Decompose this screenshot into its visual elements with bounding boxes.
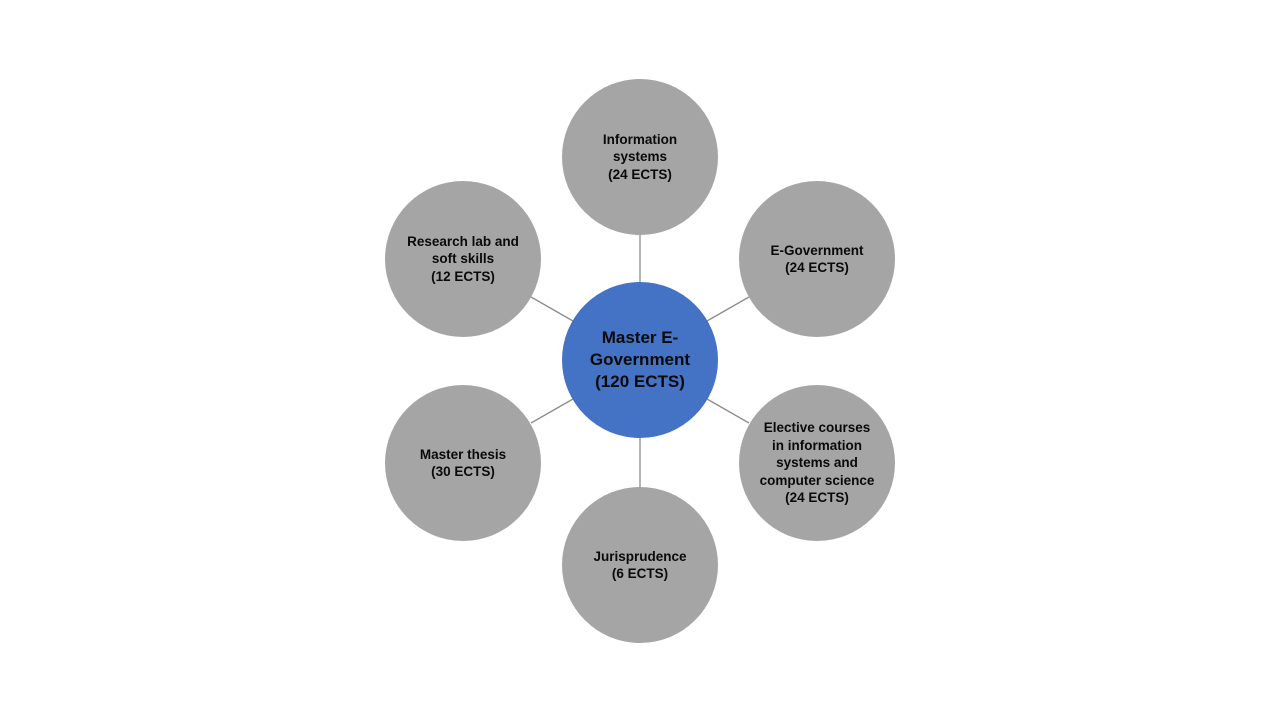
connector-master-thesis — [530, 398, 574, 424]
node-title: E-Government — [770, 242, 864, 258]
node-research-lab: Research lab and soft skills (12 ECTS) — [385, 181, 541, 337]
node-title: Elective courses in information systems … — [759, 420, 875, 488]
node-credits: (24 ECTS) — [785, 260, 849, 275]
node-jurisprudence: Jurisprudence (6 ECTS) — [562, 487, 718, 643]
node-title: Information systems — [602, 131, 678, 165]
center-title: Master E-Government — [589, 328, 691, 369]
connector-research-lab — [530, 296, 574, 322]
node-center-master-e-government: Master E-Government (120 ECTS) — [562, 282, 718, 438]
node-title: Research lab and soft skills — [407, 233, 519, 267]
node-information-systems: Information systems (24 ECTS) — [562, 79, 718, 235]
node-e-government: E-Government (24 ECTS) — [739, 181, 895, 337]
center-credits: (120 ECTS) — [595, 372, 685, 391]
node-credits: (24 ECTS) — [785, 490, 849, 506]
node-elective-courses: Elective courses in information systems … — [739, 385, 895, 541]
node-credits: (30 ECTS) — [431, 464, 495, 479]
connector-e-government — [706, 296, 750, 322]
node-credits: (24 ECTS) — [608, 166, 672, 182]
node-title: Master thesis — [419, 446, 507, 462]
node-credits: (12 ECTS) — [431, 268, 495, 284]
node-title: Jurisprudence — [593, 548, 687, 564]
node-credits: (6 ECTS) — [611, 566, 669, 581]
node-master-thesis: Master thesis (30 ECTS) — [385, 385, 541, 541]
connector-elective-courses — [706, 398, 750, 424]
